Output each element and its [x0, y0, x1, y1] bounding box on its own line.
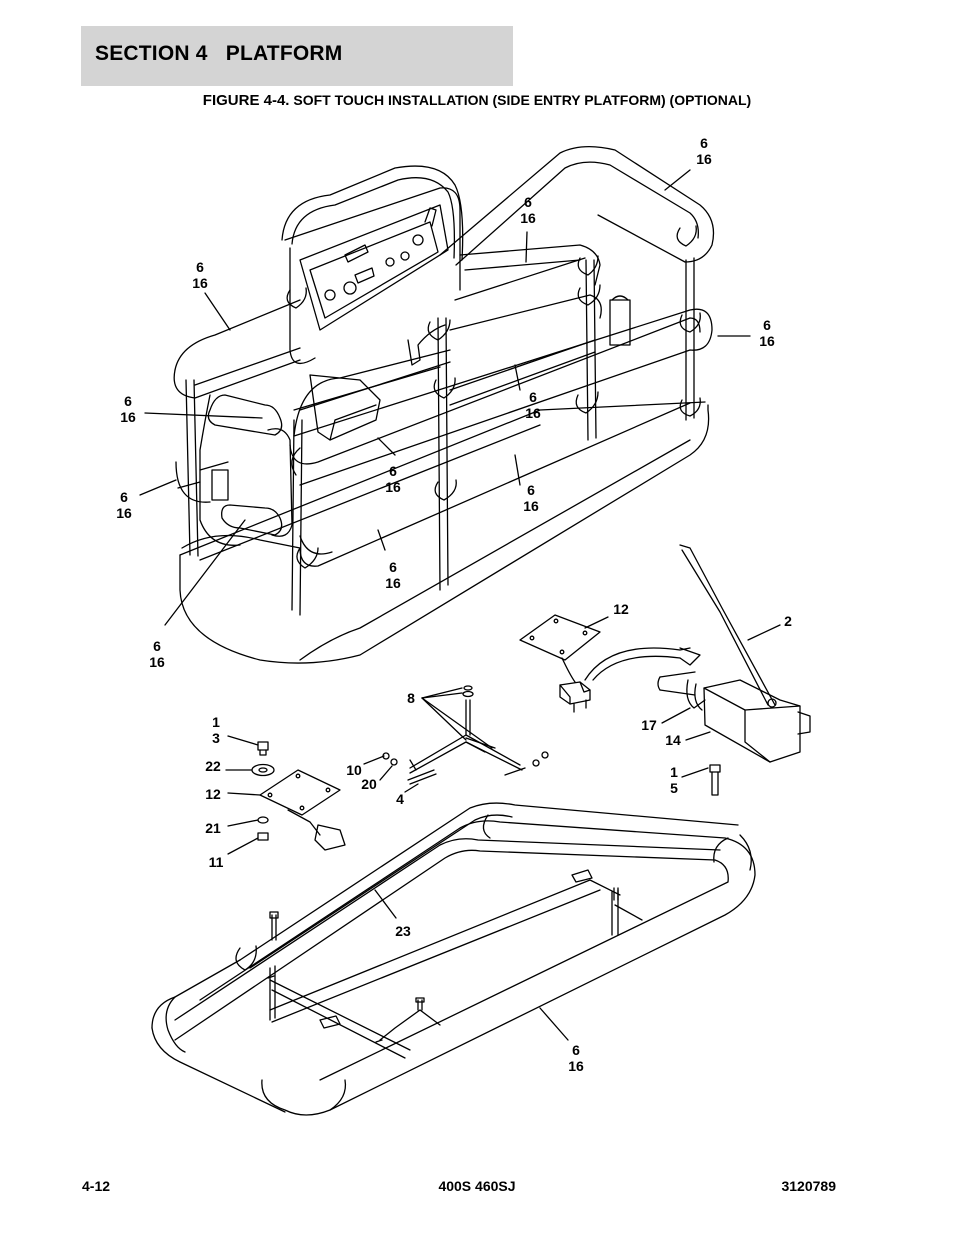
section-title: SECTION 4 PLATFORM	[95, 42, 343, 65]
callout-label: 22	[205, 758, 221, 774]
figure-number: FIGURE 4-4.	[202, 92, 290, 109]
callout-label: 17	[641, 717, 657, 733]
callout-label: 20	[361, 776, 377, 792]
callout-label: 23	[395, 923, 411, 939]
callout-leaders	[139, 169, 781, 1041]
model-number: 400S 460SJ	[438, 1178, 516, 1194]
page-number: 4-12	[82, 1178, 111, 1194]
callout-label: 4	[396, 791, 404, 807]
platform-basket-drawing	[173, 146, 715, 664]
document-number: 3120789	[781, 1178, 836, 1194]
callout-label: 12	[613, 601, 629, 617]
figure-caption: FIGURE 4-4. SOFT TOUCH INSTALLATION (SID…	[0, 92, 954, 109]
section-header-band	[81, 26, 513, 86]
callout-label: 10	[346, 762, 362, 778]
callout-label: 12	[205, 786, 221, 802]
callout-label: 8	[407, 690, 415, 706]
callout-label: 14	[665, 732, 681, 748]
callout-label: 2	[784, 613, 792, 629]
loose-parts-drawing	[251, 544, 811, 851]
callout-label: 11	[209, 854, 224, 870]
figure-title: SOFT TOUCH INSTALLATION (SIDE ENTRY PLAT…	[293, 92, 752, 108]
callout-label: 21	[205, 820, 221, 836]
platform-floor-frame-drawing	[151, 802, 756, 1116]
